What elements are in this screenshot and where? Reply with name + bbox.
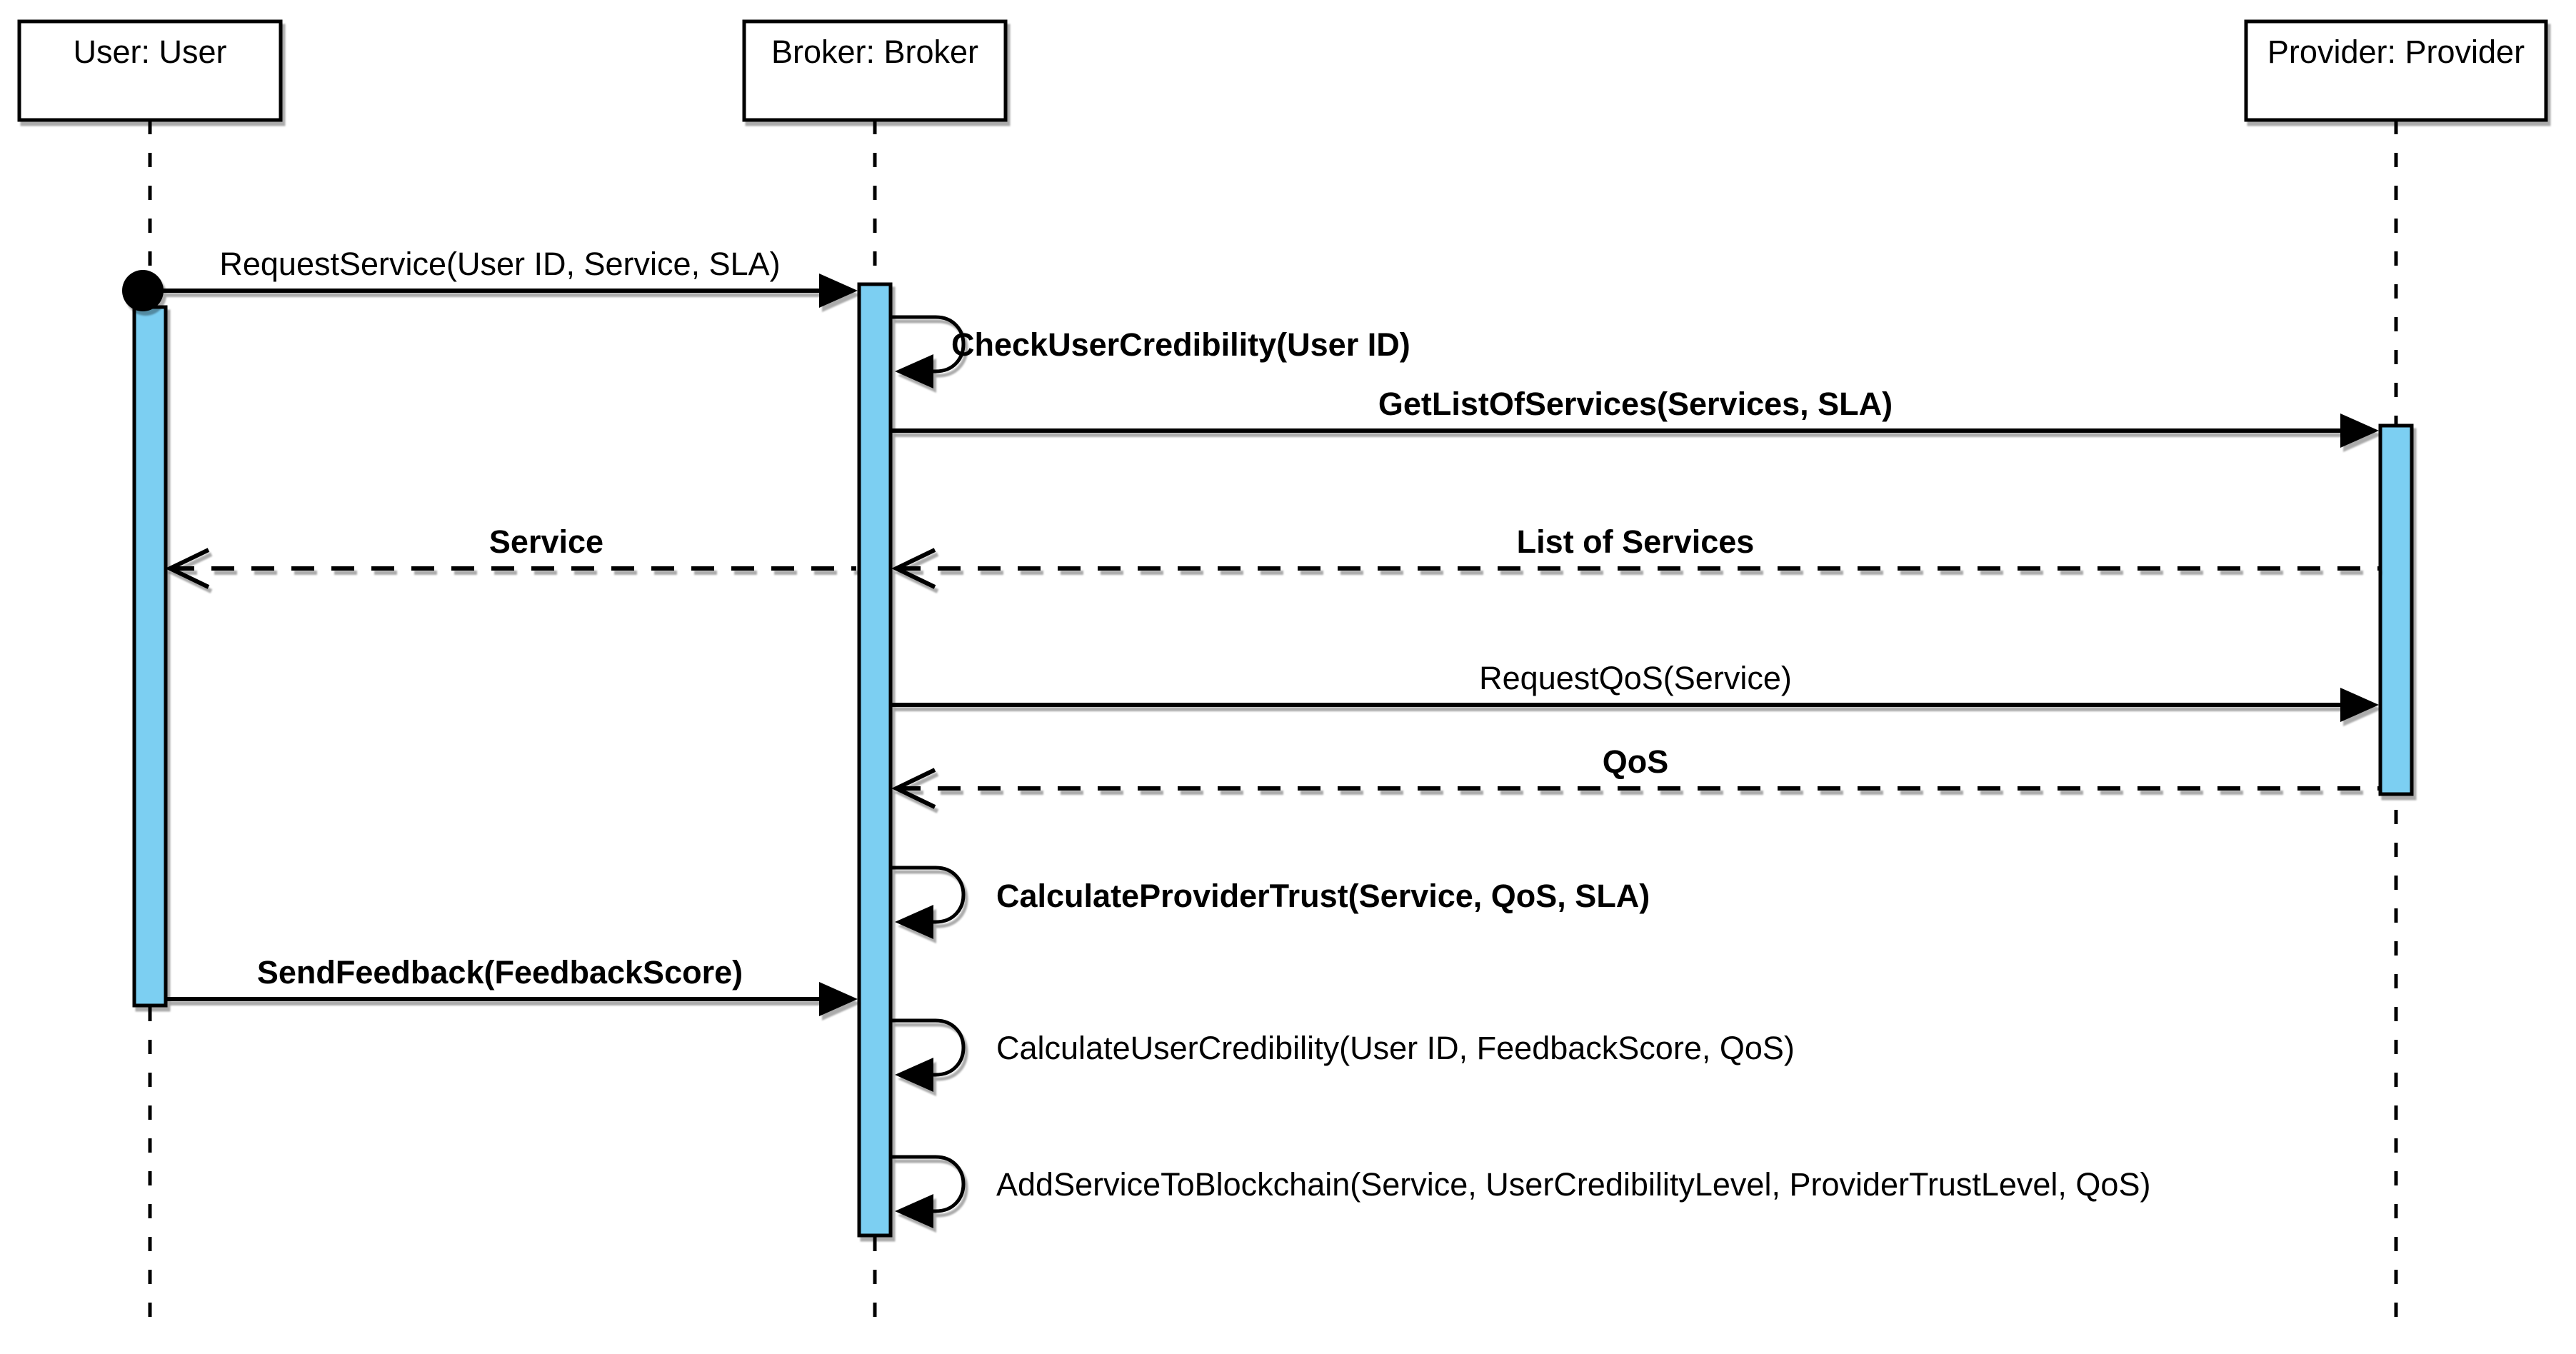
message-qos	[891, 768, 2379, 809]
actor-boxes	[17, 19, 2548, 122]
message-list-of-services	[891, 548, 2379, 589]
activation-bar-user	[132, 305, 168, 1008]
message-label-request-qos: RequestQoS(Service)	[1479, 660, 1792, 696]
activation-bars	[132, 282, 2414, 1238]
open-arrowhead-icon	[891, 768, 936, 809]
filled-arrowhead-icon	[2340, 413, 2379, 448]
filled-arrowhead-icon	[819, 982, 858, 1016]
filled-arrowhead-icon	[819, 274, 858, 308]
message-label-calculate-user-credibility: CalculateUserCredibility(User ID, Feedba…	[996, 1030, 1795, 1066]
filled-arrowhead-icon	[895, 1194, 933, 1228]
message-label-qos: QoS	[1603, 743, 1669, 780]
message-label-calculate-provider-trust: CalculateProviderTrust(Service, QoS, SLA…	[996, 878, 1650, 914]
message-request-qos	[892, 688, 2379, 722]
filled-arrowhead-icon	[895, 905, 933, 939]
message-label-get-list-of-services: GetListOfServices(Services, SLA)	[1378, 386, 1893, 422]
message-label-list-of-services: List of Services	[1517, 523, 1755, 560]
message-send-feedback	[167, 982, 858, 1016]
activation-bar-provider	[2378, 423, 2414, 796]
message-check-user-credibility	[892, 315, 966, 388]
actor-title-user: User: User	[73, 34, 226, 70]
filled-arrowhead-icon	[895, 354, 933, 388]
open-arrowhead-icon	[891, 548, 936, 589]
actor-title-provider: Provider: Provider	[2267, 34, 2525, 70]
self-message-loop	[892, 866, 966, 924]
actor-box-user	[17, 19, 283, 122]
activation-bar-broker	[857, 282, 893, 1238]
message-calculate-provider-trust	[892, 866, 966, 939]
message-label-send-feedback: SendFeedback(FeedbackScore)	[257, 954, 743, 991]
open-arrowhead-icon	[165, 548, 210, 589]
actor-title-broker: Broker: Broker	[771, 34, 978, 70]
start-node-icon	[122, 270, 164, 311]
self-message-loop	[892, 315, 966, 373]
message-label-request-service: RequestService(User ID, Service, SLA)	[219, 246, 780, 282]
message-label-service: Service	[489, 523, 603, 560]
message-request-service	[122, 270, 858, 311]
message-label-add-service-to-blockchain: AddServiceToBlockchain(Service, UserCred…	[996, 1166, 2150, 1203]
filled-arrowhead-icon	[895, 1058, 933, 1092]
filled-arrowhead-icon	[2340, 688, 2379, 722]
self-message-loop	[892, 1018, 966, 1077]
actor-box-provider	[2244, 19, 2548, 122]
self-message-loop	[892, 1155, 966, 1213]
message-label-check-user-credibility: CheckUserCredibility(User ID)	[951, 326, 1410, 363]
message-get-list-of-services	[892, 413, 2379, 448]
message-calculate-user-credibility	[892, 1018, 966, 1092]
diagram-labels: User: User Broker: Broker Provider: Prov…	[73, 34, 2525, 1203]
message-add-service-to-blockchain	[892, 1155, 966, 1228]
message-service	[165, 548, 856, 589]
actor-box-broker	[742, 19, 1008, 122]
